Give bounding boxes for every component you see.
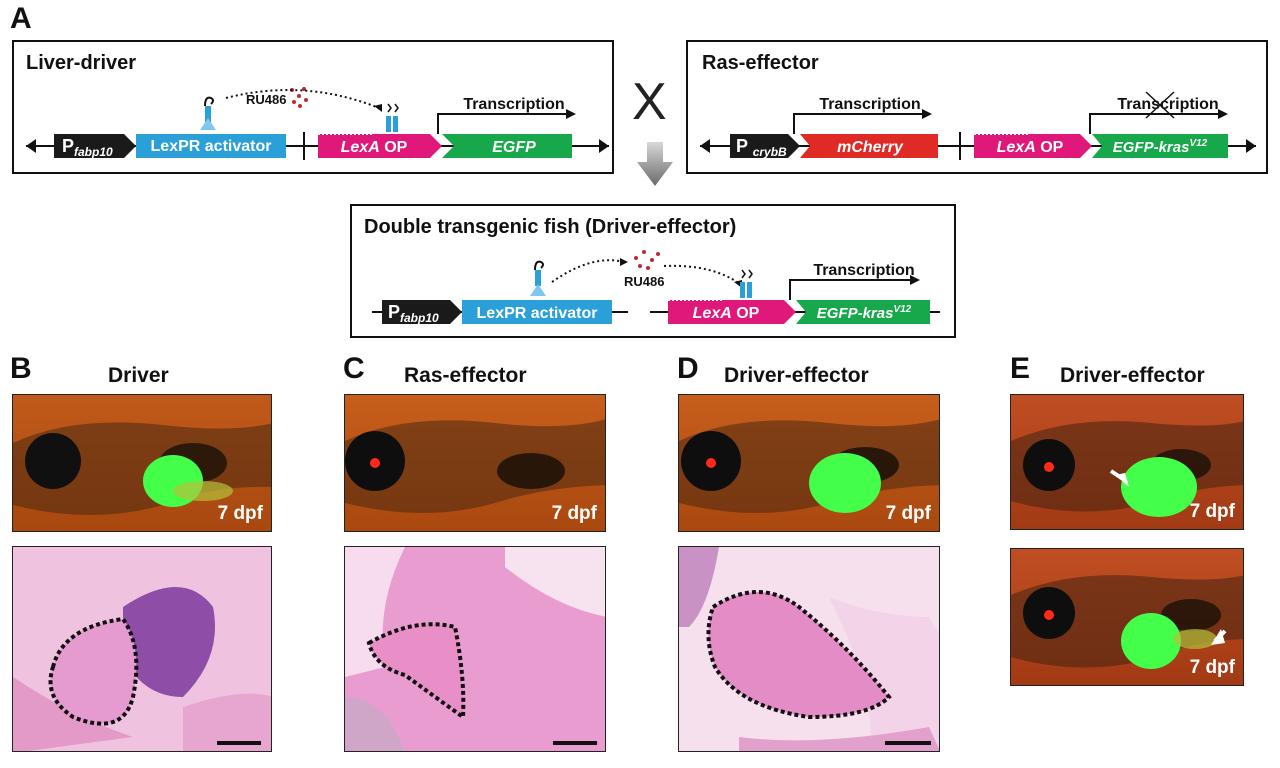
egfp-kras-block bbox=[1092, 134, 1228, 158]
egfp-block bbox=[442, 134, 572, 158]
liver-signal-e2 bbox=[1121, 613, 1181, 669]
driver-effector-e-image-1: 7 dpf bbox=[1010, 394, 1244, 530]
driver-effector-e-image-2: 7 dpf bbox=[1010, 548, 1244, 686]
age-label-c: 7 dpf bbox=[551, 503, 597, 524]
double-transgenic-construct: Pfabp10 LexPR activator LexA OP EGFP-kra… bbox=[372, 250, 940, 325]
age-label-e1: 7 dpf bbox=[1189, 501, 1235, 522]
ras-effector-box: Ras-effector P crybB mCherry Transcripti… bbox=[686, 40, 1268, 174]
panel-d-letter: D bbox=[677, 352, 699, 385]
ru486-molecules bbox=[290, 87, 308, 108]
scale-bar-d bbox=[885, 741, 931, 745]
liver-driver-construct: Pfabp10 LexPR activator LexA OP EGFP Tra… bbox=[26, 87, 609, 160]
liver-egfp-kras-signal bbox=[809, 453, 881, 513]
panel-b-letter: B bbox=[10, 352, 32, 385]
driver-histology-image bbox=[12, 546, 272, 752]
driver-effector-fluorescence-image: 7 dpf bbox=[678, 394, 940, 532]
driver-effector-histology-image bbox=[678, 546, 940, 752]
cross-symbol: X bbox=[632, 73, 667, 131]
lexpr-activator-block-double bbox=[462, 300, 612, 324]
panel-e-title: Driver-effector bbox=[1060, 364, 1205, 387]
liver-outline-c bbox=[366, 622, 466, 721]
svg-text:LexPR activator: LexPR activator bbox=[151, 138, 272, 155]
panel-d-title: Driver-effector bbox=[724, 364, 869, 387]
liver-driver-box: Liver-driver Pfabp10 LexPR activator Lex… bbox=[12, 40, 614, 174]
svg-text:LexA OP: LexA OP bbox=[997, 139, 1064, 156]
egfp-kras-block-double bbox=[796, 300, 930, 324]
svg-text:RU486: RU486 bbox=[246, 92, 286, 107]
double-transgenic-box: Double transgenic fish (Driver-effector)… bbox=[350, 204, 956, 338]
svg-text:LexA OP: LexA OP bbox=[341, 139, 408, 156]
promoter-crybb bbox=[730, 134, 800, 158]
double-transgenic-title: Double transgenic fish (Driver-effector) bbox=[364, 216, 737, 238]
svg-text:LexPR activator: LexPR activator bbox=[477, 305, 598, 322]
panel-a-letter: A bbox=[10, 2, 32, 35]
age-label-e2: 7 dpf bbox=[1189, 657, 1235, 678]
svg-text:EGFP: EGFP bbox=[492, 139, 536, 156]
promoter-fabp10-double bbox=[382, 300, 462, 324]
down-arrow-icon bbox=[637, 142, 673, 186]
svg-text:RU486: RU486 bbox=[624, 274, 664, 289]
svg-text:Transcription: Transcription bbox=[463, 96, 564, 113]
liver-outline bbox=[48, 616, 139, 726]
driver-fluorescence-image: 7 dpf bbox=[12, 394, 272, 532]
lexa-op-block-double bbox=[668, 300, 796, 324]
svg-text:EGFP-krasV12: EGFP-krasV12 bbox=[817, 304, 912, 322]
scale-bar-c bbox=[553, 741, 597, 745]
svg-text:Transcription: Transcription bbox=[819, 96, 920, 113]
svg-text:Transcription: Transcription bbox=[1117, 96, 1218, 113]
svg-text:mCherry: mCherry bbox=[837, 139, 904, 156]
panel-c-title: Ras-effector bbox=[404, 364, 527, 387]
mcherry-block bbox=[800, 134, 938, 158]
ras-effector-title: Ras-effector bbox=[702, 52, 819, 74]
liver-signal-e1 bbox=[1121, 457, 1197, 517]
scale-bar-b bbox=[217, 741, 261, 745]
ru486-molecules-double bbox=[634, 250, 660, 270]
eye-mcherry-signal bbox=[370, 458, 380, 468]
ras-effector-histology-image bbox=[344, 546, 606, 752]
promoter-fabp10 bbox=[54, 134, 136, 158]
svg-text:LexA OP: LexA OP bbox=[693, 305, 760, 322]
age-label-b: 7 dpf bbox=[217, 503, 263, 524]
panel-b-title: Driver bbox=[108, 364, 169, 387]
svg-text:EGFP-krasV12: EGFP-krasV12 bbox=[1113, 138, 1208, 156]
ras-effector-construct: P crybB mCherry Transcription LexA OP EG… bbox=[700, 91, 1256, 160]
lexa-op-block-ras bbox=[974, 134, 1092, 158]
lexa-op-block bbox=[318, 134, 442, 158]
liver-outline-d bbox=[706, 590, 892, 720]
svg-text:Transcription: Transcription bbox=[813, 262, 914, 279]
liver-driver-title: Liver-driver bbox=[26, 52, 137, 74]
ras-effector-fluorescence-image: 7 dpf bbox=[344, 394, 606, 532]
panel-c-letter: C bbox=[343, 352, 365, 385]
lexpr-activator-block bbox=[136, 134, 286, 158]
panel-e-letter: E bbox=[1010, 352, 1031, 385]
age-label-d: 7 dpf bbox=[885, 503, 931, 524]
